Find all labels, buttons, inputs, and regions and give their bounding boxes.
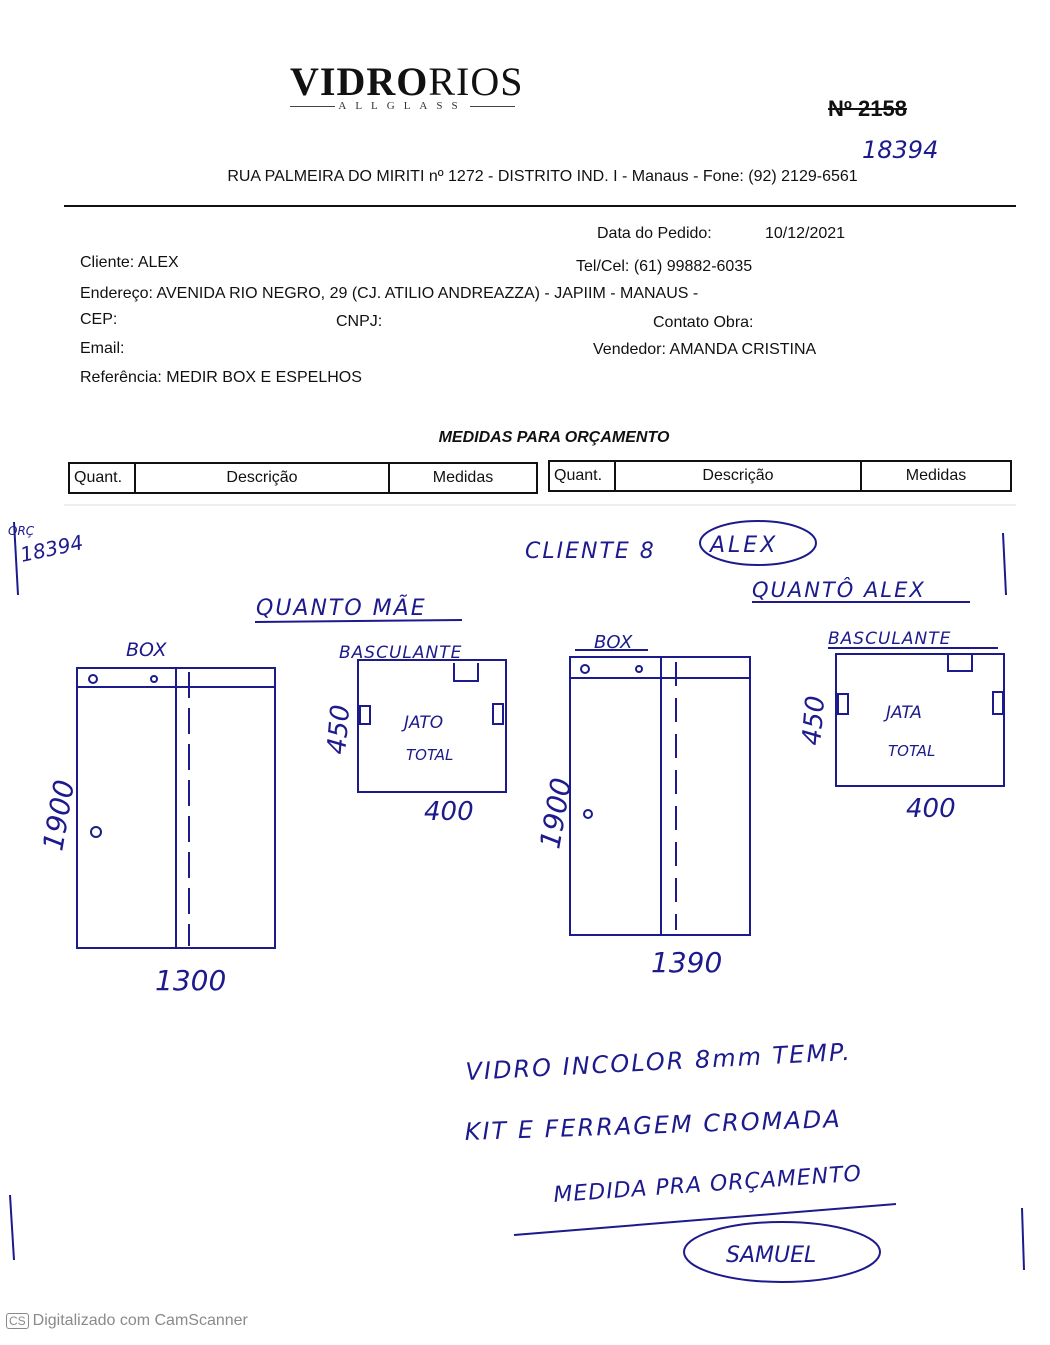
scanner-footer-text: Digitalizado com CamScanner [32,1312,248,1329]
address-value: AVENIDA RIO NEGRO, 29 (CJ. ATILIO ANDREA… [156,285,699,302]
client-label: Cliente: [80,254,135,271]
box-left-roller-2 [150,675,158,683]
printed-order-number: Nº 2158 [828,96,907,121]
camscanner-icon: CS [6,1313,29,1329]
edge-mark-bottom-right [1021,1207,1025,1271]
logo-subtitle: ALLGLASS [290,100,515,112]
cnpj-label: CNPJ: [336,313,383,330]
email-label: Email: [80,340,125,357]
phone-field: Tel/Cel: (61) 99882-6035 [576,258,752,276]
col-quant-left: Quant. [68,462,136,494]
box-right-width: 1390 [651,946,722,979]
col-medidas-right: Medidas [860,460,1012,492]
basc-left-width: 400 [424,797,474,827]
room-left: QUANTO MÃE [256,594,427,621]
address-field: Endereço: AVENIDA RIO NEGRO, 29 (CJ. ATI… [80,285,698,303]
col-quant-right: Quant. [548,460,616,492]
handwritten-order-number: 18394 [862,136,939,164]
box-right-title: BOX [594,632,633,653]
phone-label: Tel/Cel: [576,258,630,275]
basc-left-text-2: TOTAL [406,746,453,764]
client-name: ALEX [708,533,778,558]
basc-right-title: BASCULANTE [828,629,951,649]
note-kit: KIT E FERRAGEM CROMADA [464,1105,842,1146]
basc-left-text-1: JATO [401,713,443,733]
client-value: ALEX [137,254,179,271]
reference-value: MEDIR BOX E ESPELHOS [166,369,362,386]
logo-bold-part: VIDRO [290,59,429,104]
header-divider [64,205,1016,207]
box-left-height: 1900 [36,777,81,853]
basc-left-frame [357,659,507,793]
room-right: QUANTÔ ALEX [752,577,926,602]
box-right-roller-2 [635,665,643,673]
items-table-left: Quant. Descrição Medidas [68,462,538,494]
seller-label: Vendedor: [593,341,666,358]
col-descricao-left: Descrição [134,462,390,494]
items-table-right: Quant. Descrição Medidas [548,460,1012,492]
cep-label: CEP: [80,311,118,328]
client-note: CLIENTE 8 [525,539,656,564]
address-label: Endereço: [80,285,153,302]
col-medidas-left: Medidas [388,462,538,494]
basc-left-latch-r [492,703,504,725]
order-date-value: 10/12/2021 [765,225,846,242]
basc-right-width: 400 [906,794,956,824]
edge-mark-right [1002,532,1007,596]
company-logo: VIDRORIOS [290,58,523,105]
signature-name: SAMUEL [726,1243,816,1268]
box-left-width: 1300 [155,964,226,997]
basc-right-text-1: JATA [883,703,922,723]
contact-label: Contato Obra: [653,314,754,331]
section-title: MEDIDAS PARA ORÇAMENTO [438,429,670,446]
basc-left-hinge [453,663,479,682]
basc-left-title: BASCULANTE [339,643,462,663]
box-right-height: 1900 [533,775,578,851]
note-measure: MEDIDA PRA ORÇAMENTO [553,1161,863,1207]
signature-line [513,1203,897,1236]
box-right-handle [583,809,593,819]
sketch-labels: ORÇ 18394 CLIENTE 8 ALEX QUANTO MÃE QUAN… [8,524,956,1268]
edge-mark-bottom-left [9,1194,15,1261]
edge-mark-left [13,521,19,596]
orc-label: ORÇ [8,524,35,538]
basc-right-frame [835,653,1005,787]
client-name-circle [699,520,817,566]
sketch-lines [9,504,1025,1283]
client-field: Cliente: ALEX [80,254,179,272]
basc-right-height: 450 [797,695,831,747]
reference-field: Referência: MEDIR BOX E ESPELHOS [80,369,362,387]
box-left-title: BOX [126,639,167,661]
reference-label: Referência: [80,369,162,386]
box-left-handle [90,826,102,838]
signature-oval [683,1221,881,1283]
phone-value: (61) 99882-6035 [633,258,753,275]
basc-right-latch-r [992,691,1004,715]
basc-right-text-2: TOTAL [888,742,935,760]
basc-left-height: 450 [322,704,356,756]
box-right-roller-1 [580,664,590,674]
note-glass: VIDRO INCOLOR 8mm TEMP. [465,1038,853,1086]
company-address: RUA PALMEIRA DO MIRITI nº 1272 - DISTRIT… [227,168,858,185]
basc-left-latch-l [359,705,371,725]
basc-right-hinge [947,655,973,672]
seller-value: AMANDA CRISTINA [669,341,817,358]
col-descricao-right: Descrição [614,460,862,492]
basc-right-latch-l [837,693,849,715]
order-date-label: Data do Pedido: [597,225,712,242]
underline-quanto-mae [254,619,463,623]
logo-light-part: RIOS [428,59,524,104]
seller-field: Vendedor: AMANDA CRISTINA [593,341,816,359]
box-left-roller-1 [88,674,98,684]
